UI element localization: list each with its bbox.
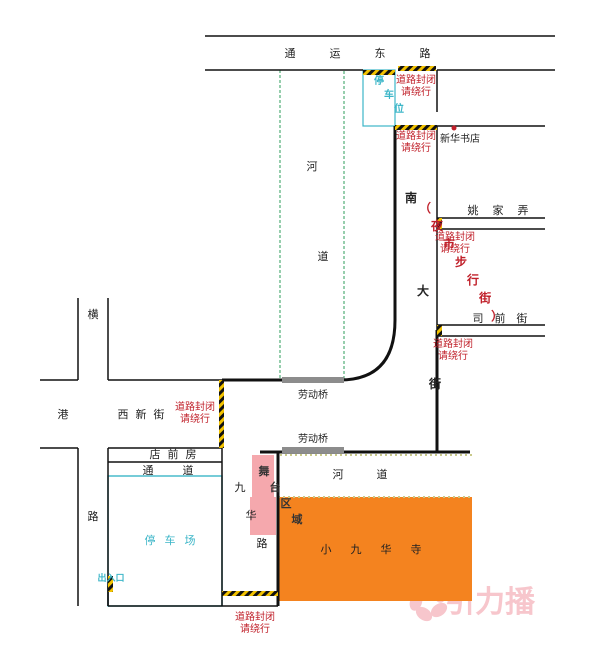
closure-text-line1: 道路封闭 — [175, 400, 215, 413]
place-label-parking-lot: 停车场 — [145, 533, 196, 547]
place-label-river-lower: 河道 — [333, 467, 388, 481]
closure-text-line2: 请绕行 — [240, 622, 270, 635]
closure-text-line1: 道路封闭 — [435, 230, 475, 243]
closure-text-line1: 道路封闭 — [396, 73, 436, 86]
road-closure-barrier — [398, 66, 436, 71]
place-label-laodong-bridge-upper: 劳动桥 — [298, 388, 328, 401]
closure-text-line2: 请绕行 — [438, 349, 468, 362]
road-label-xixin-street: 西新街 — [118, 407, 165, 421]
nan-da-jie-left-edge — [222, 126, 397, 382]
road-closure-barrier — [108, 576, 113, 592]
road-closure-barrier — [222, 591, 278, 596]
road-label-tongyun-east: 通运东路 — [285, 47, 431, 60]
closure-text-line2: 请绕行 — [401, 141, 431, 154]
road-label-lu: 路 — [88, 510, 99, 523]
road-label-yaojia-nong: 姚家弄 — [468, 203, 529, 217]
road-closure-barrier — [219, 380, 224, 448]
closure-text-line1: 道路封闭 — [433, 337, 473, 350]
xinhua-location-dot — [451, 125, 457, 131]
stage-area-upper — [252, 455, 274, 535]
road-label-tongdao: 通道 — [143, 463, 194, 477]
road-label-siqian-street: 司前街 — [473, 311, 528, 325]
closure-text-line2: 请绕行 — [180, 412, 210, 425]
road-label-dianqianfang: 店前房 — [150, 447, 197, 461]
closure-text-line2: 请绕行 — [401, 85, 431, 98]
laodong-bridge-upper — [282, 377, 344, 383]
closure-text-line2: 请绕行 — [440, 242, 470, 255]
road-label-heng: 横 — [88, 307, 99, 321]
temple-area — [278, 497, 472, 601]
road-closure-barrier — [437, 218, 442, 229]
river-channel-upper — [279, 69, 345, 381]
place-label-river-upper: 河道 — [307, 160, 329, 263]
laodong-bridge-lower — [282, 447, 344, 453]
watermark-petal — [430, 602, 448, 618]
road-closure-barrier — [395, 125, 437, 130]
place-label-entrance: 出入口 — [97, 572, 124, 584]
closure-text-line1: 道路封闭 — [396, 129, 436, 142]
closure-text-line1: 道路封闭 — [235, 610, 275, 623]
road-closure-barrier — [437, 325, 442, 336]
road-label-gang: 港 — [58, 408, 69, 421]
watermark-petal — [415, 606, 433, 622]
place-label-laodong-bridge-lower: 劳动桥 — [298, 432, 328, 445]
place-label-xinhua-bookstore: 新华书店 — [440, 132, 480, 145]
road-closure-barrier — [363, 70, 395, 75]
